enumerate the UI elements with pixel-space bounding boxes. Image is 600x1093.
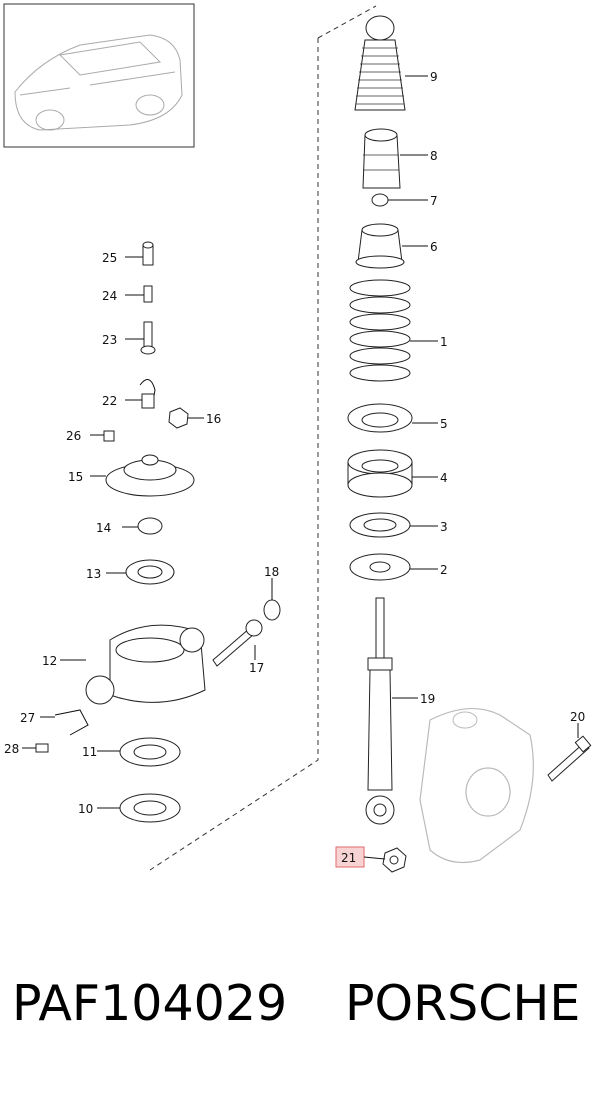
callout-25: 25 [102, 251, 117, 265]
bolt-part-25 [142, 241, 154, 266]
callout-15: 15 [68, 470, 83, 484]
callout-11: 11 [82, 745, 97, 759]
callout-8: 8 [430, 149, 438, 163]
wheel-carrier [419, 707, 534, 863]
callout-22: 22 [102, 394, 117, 408]
bolt-part-17 [212, 619, 263, 667]
spring-pad-part-5 [347, 403, 413, 433]
bushing-part-14 [137, 517, 163, 535]
brand-name: PORSCHE [345, 975, 581, 1032]
bump-stop-part-8 [362, 128, 401, 189]
callout-23: 23 [102, 333, 117, 347]
top-mount-part-15 [105, 454, 195, 497]
callout-labels: 1 2 3 4 5 6 7 8 9 10 11 12 13 14 15 16 1… [4, 70, 585, 865]
callout-21: 21 [341, 851, 356, 865]
callout-6: 6 [430, 240, 438, 254]
spring-seat-part-6 [355, 223, 405, 269]
leader-lines [22, 75, 579, 860]
shock-absorber-part-19 [365, 597, 395, 825]
nut-part-21 [382, 847, 407, 873]
washer-part-7 [371, 193, 389, 207]
seat-part-11 [119, 737, 181, 767]
clip-part-22 [139, 379, 156, 409]
callout-3: 3 [440, 520, 448, 534]
mount-plate-part-2 [349, 553, 411, 581]
callout-5: 5 [440, 417, 448, 431]
callout-20: 20 [570, 710, 585, 724]
callout-14: 14 [96, 521, 111, 535]
pad-part-10 [119, 793, 181, 823]
bracket-part-27 [54, 709, 89, 736]
callout-26: 26 [66, 429, 81, 443]
callout-4: 4 [440, 471, 448, 485]
callout-19: 19 [420, 692, 435, 706]
callout-12: 12 [42, 654, 57, 668]
housing-part-12 [85, 624, 206, 705]
shim-part-3 [349, 512, 411, 538]
screw-part-24 [143, 285, 153, 303]
callout-9: 9 [430, 70, 438, 84]
callout-28: 28 [4, 742, 19, 756]
vehicle-thumbnail [3, 3, 195, 148]
callout-1: 1 [440, 335, 448, 349]
nut-part-16 [168, 407, 189, 429]
callout-13: 13 [86, 567, 101, 581]
callout-10: 10 [78, 802, 93, 816]
callout-18: 18 [264, 565, 279, 579]
boot-part-9 [354, 15, 406, 111]
callout-24: 24 [102, 289, 117, 303]
exploded-parts-diagram: 1 2 3 4 5 6 7 8 9 10 11 12 13 14 15 16 1… [3, 3, 592, 873]
spring-seat-part-4 [347, 449, 413, 498]
callout-27: 27 [20, 711, 35, 725]
washer-part-18 [263, 599, 281, 621]
callout-7: 7 [430, 194, 438, 208]
bearing-part-13 [125, 559, 175, 585]
assembly-outline [149, 5, 377, 871]
callout-16: 16 [206, 412, 221, 426]
part-number: PAF104029 [12, 975, 288, 1032]
stud-part-23 [140, 321, 156, 355]
bolt-part-20 [547, 735, 592, 782]
screw-part-28 [35, 743, 49, 753]
coil-spring-part-1 [349, 279, 411, 382]
cap-part-26 [103, 430, 115, 442]
callout-17: 17 [249, 661, 264, 675]
callout-2: 2 [440, 563, 448, 577]
